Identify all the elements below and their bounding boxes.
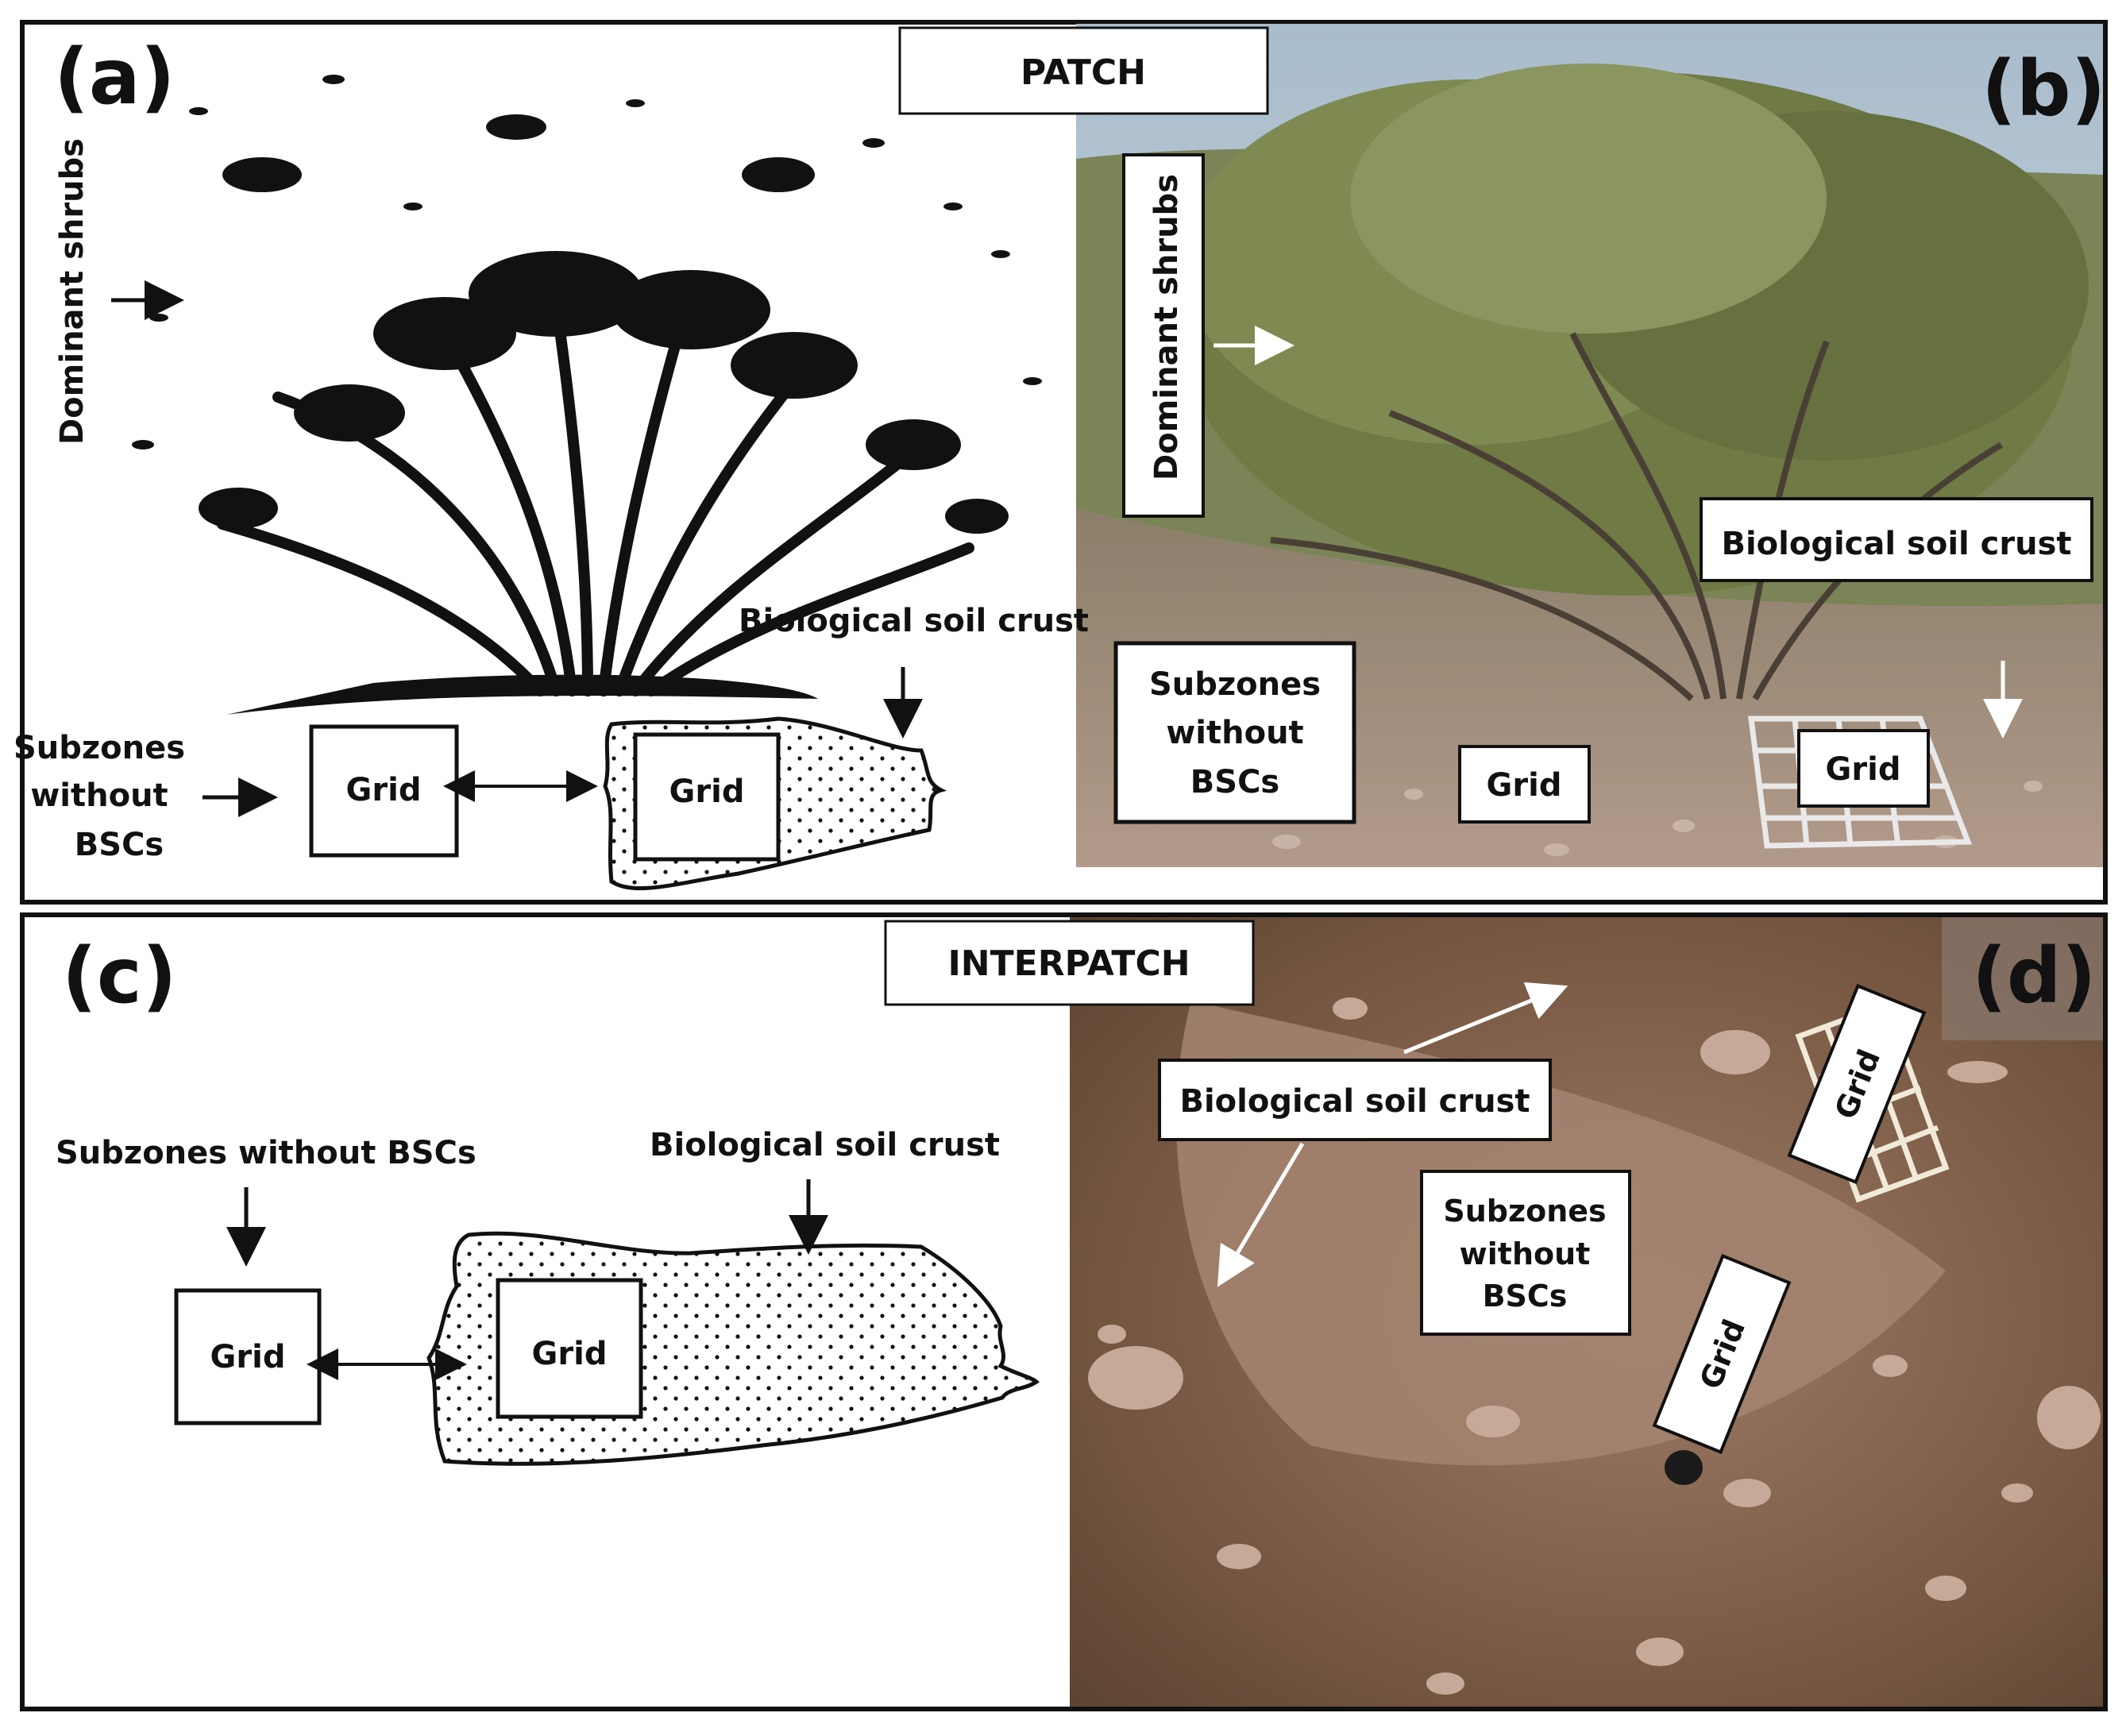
patch-header: PATCH [898,26,1269,115]
panel-b-grid-right [1797,729,1930,808]
panel-c-letter: (c) [62,932,177,1020]
panel-d-subzones-line3: BSCs [1483,1279,1568,1314]
panel-b-dominant-shrubs: Dominant shrubs [1148,174,1185,480]
patch-frame [20,20,2108,905]
panel-d-bsc-arrow-down [1217,1142,1305,1287]
panel-b-subzones-box [1113,641,1356,824]
panel-d-bsc-box [1158,1059,1552,1141]
panel-b: (b) Dominant shrubs Biological soil crus… [1113,44,2105,824]
panel-b-bsc-box [1700,497,2093,582]
panel-d-subzones-line1: Subzones [1443,1194,1606,1229]
patch-header-text: PATCH [1021,52,1146,93]
panel-d-letter: (d) [1972,932,2096,1020]
panel-a-subzones-line3: BSCs [75,827,164,863]
panel-d-bsc-arrow-up [1403,982,1568,1055]
panel-a-letter: (a) [54,33,176,122]
panel-c-grid-left-label: Grid [210,1339,286,1375]
panel-a-subzones-line2: without [30,777,168,814]
panel-b-subzones-line3: BSCs [1190,764,1279,800]
shrub-drawing [132,75,1042,715]
panel-c-grid-left [174,1288,322,1425]
interpatch-frame [20,912,2108,1711]
lens-cap-object [1665,1450,1703,1485]
panel-a-bsc-label: Biological soil crust [739,603,1089,639]
panel-b-bsc-label: Biological soil crust [1721,526,2071,562]
panel-c-grid-right [496,1278,643,1419]
panel-d-subzones-line2: without [1460,1236,1591,1271]
panel-d: (d) Biological soil crust Subzones witho… [1158,932,2096,1455]
panel-d-bsc-label: Biological soil crust [1179,1083,1530,1120]
panel-a-grid-right [633,732,781,862]
panel-b-grid-left-label: Grid [1487,767,1562,804]
panel-b-grid-right-label: Grid [1826,751,1901,788]
panel-c-subzones-label: Subzones without BSCs [56,1135,477,1171]
interpatch-header: INTERPATCH [884,920,1255,1006]
panel-a-subzones-line1: Subzones [14,730,185,766]
panel-d-grid-bottom: Grid [1652,1253,1792,1455]
panel-c-grid-right-label: Grid [532,1336,608,1372]
panel-b-photo [1076,24,2103,868]
panel-a: (a) [14,33,1089,891]
panel-a-grid-right-label: Grid [669,773,745,810]
panel-b-subzones-line1: Subzones [1149,666,1321,703]
panel-d-subzones-box [1420,1170,1631,1336]
panel-d-grid-top: Grid [1787,983,1927,1185]
panel-c-bsc-label: Biological soil crust [650,1127,1000,1163]
interpatch-header-text: INTERPATCH [947,943,1190,984]
panel-b-grid-left [1458,745,1591,824]
panel-c: (c) Subzones without BSCs Biological soi… [56,932,1040,1466]
panel-b-subzones-line2: without [1166,715,1303,751]
panel-b-dominant-box [1122,153,1205,518]
panel-a-grid-left-label: Grid [346,772,422,808]
panel-a-grid-left [309,724,459,858]
panel-a-dominant-shrubs: Dominant shrubs [54,138,91,445]
panel-b-letter: (b) [1981,44,2105,133]
